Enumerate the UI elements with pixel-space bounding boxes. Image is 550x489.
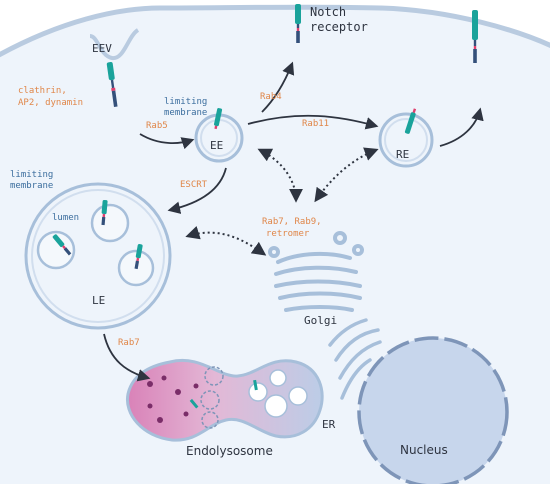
early-endosome [194,108,244,163]
ee-limiting-label: limiting [164,97,207,107]
rab5-label: Rab5 [146,121,168,131]
receptor-label: receptor [310,20,368,34]
golgi-stack-icon [268,231,364,312]
endolysosome-label: Endolysosome [186,444,273,458]
rab11-label: Rab11 [302,119,329,129]
rab7-label: Rab7 [118,338,140,348]
le-membrane-label: membrane [10,181,53,191]
late-endosome [24,182,172,330]
notch-receptor-icon [106,62,118,107]
endolysosome [125,358,324,442]
clathrin-label: clathrin, [18,86,67,96]
nucleus [357,336,509,488]
recycling-endosome [378,108,434,168]
arrow-ee-to-notch [261,61,295,113]
le-limiting-label: limiting [10,170,53,180]
nucleus-label: Nucleus [400,443,448,457]
dotted-arrow-re-golgi [314,147,379,203]
re-label: RE [396,148,409,161]
ee-membrane-label: membrane [164,108,207,118]
ee-label: EE [210,139,223,152]
escrt-label: ESCRT [180,180,208,190]
rab7-rab9-label: Rab7, Rab9, [262,217,322,227]
eev-label: EEV [92,42,112,55]
arrow-ee-to-re [247,114,379,130]
dotted-arrow-ee-golgi [257,148,303,203]
membrane-invagination [89,28,140,60]
er-label: ER [322,418,336,431]
notch-receptor-icon [472,10,478,63]
arrow-eev-to-ee [139,133,195,150]
arrow-re-to-surface [439,107,484,147]
notch-receptor-icon [295,4,301,43]
arrow-le-to-lysosome [103,333,151,382]
notch-label: Notch [310,5,346,19]
ap2-dynamin-label: AP2, dynamin [18,98,83,108]
le-label: LE [92,294,105,307]
er-cisternae-icon [328,318,382,400]
rab4-label: Rab4 [260,92,282,102]
arrow-ee-to-le [167,167,227,214]
golgi-label: Golgi [304,314,337,327]
retromer-label: retromer [266,229,310,239]
lumen-label: lumen [52,213,79,223]
